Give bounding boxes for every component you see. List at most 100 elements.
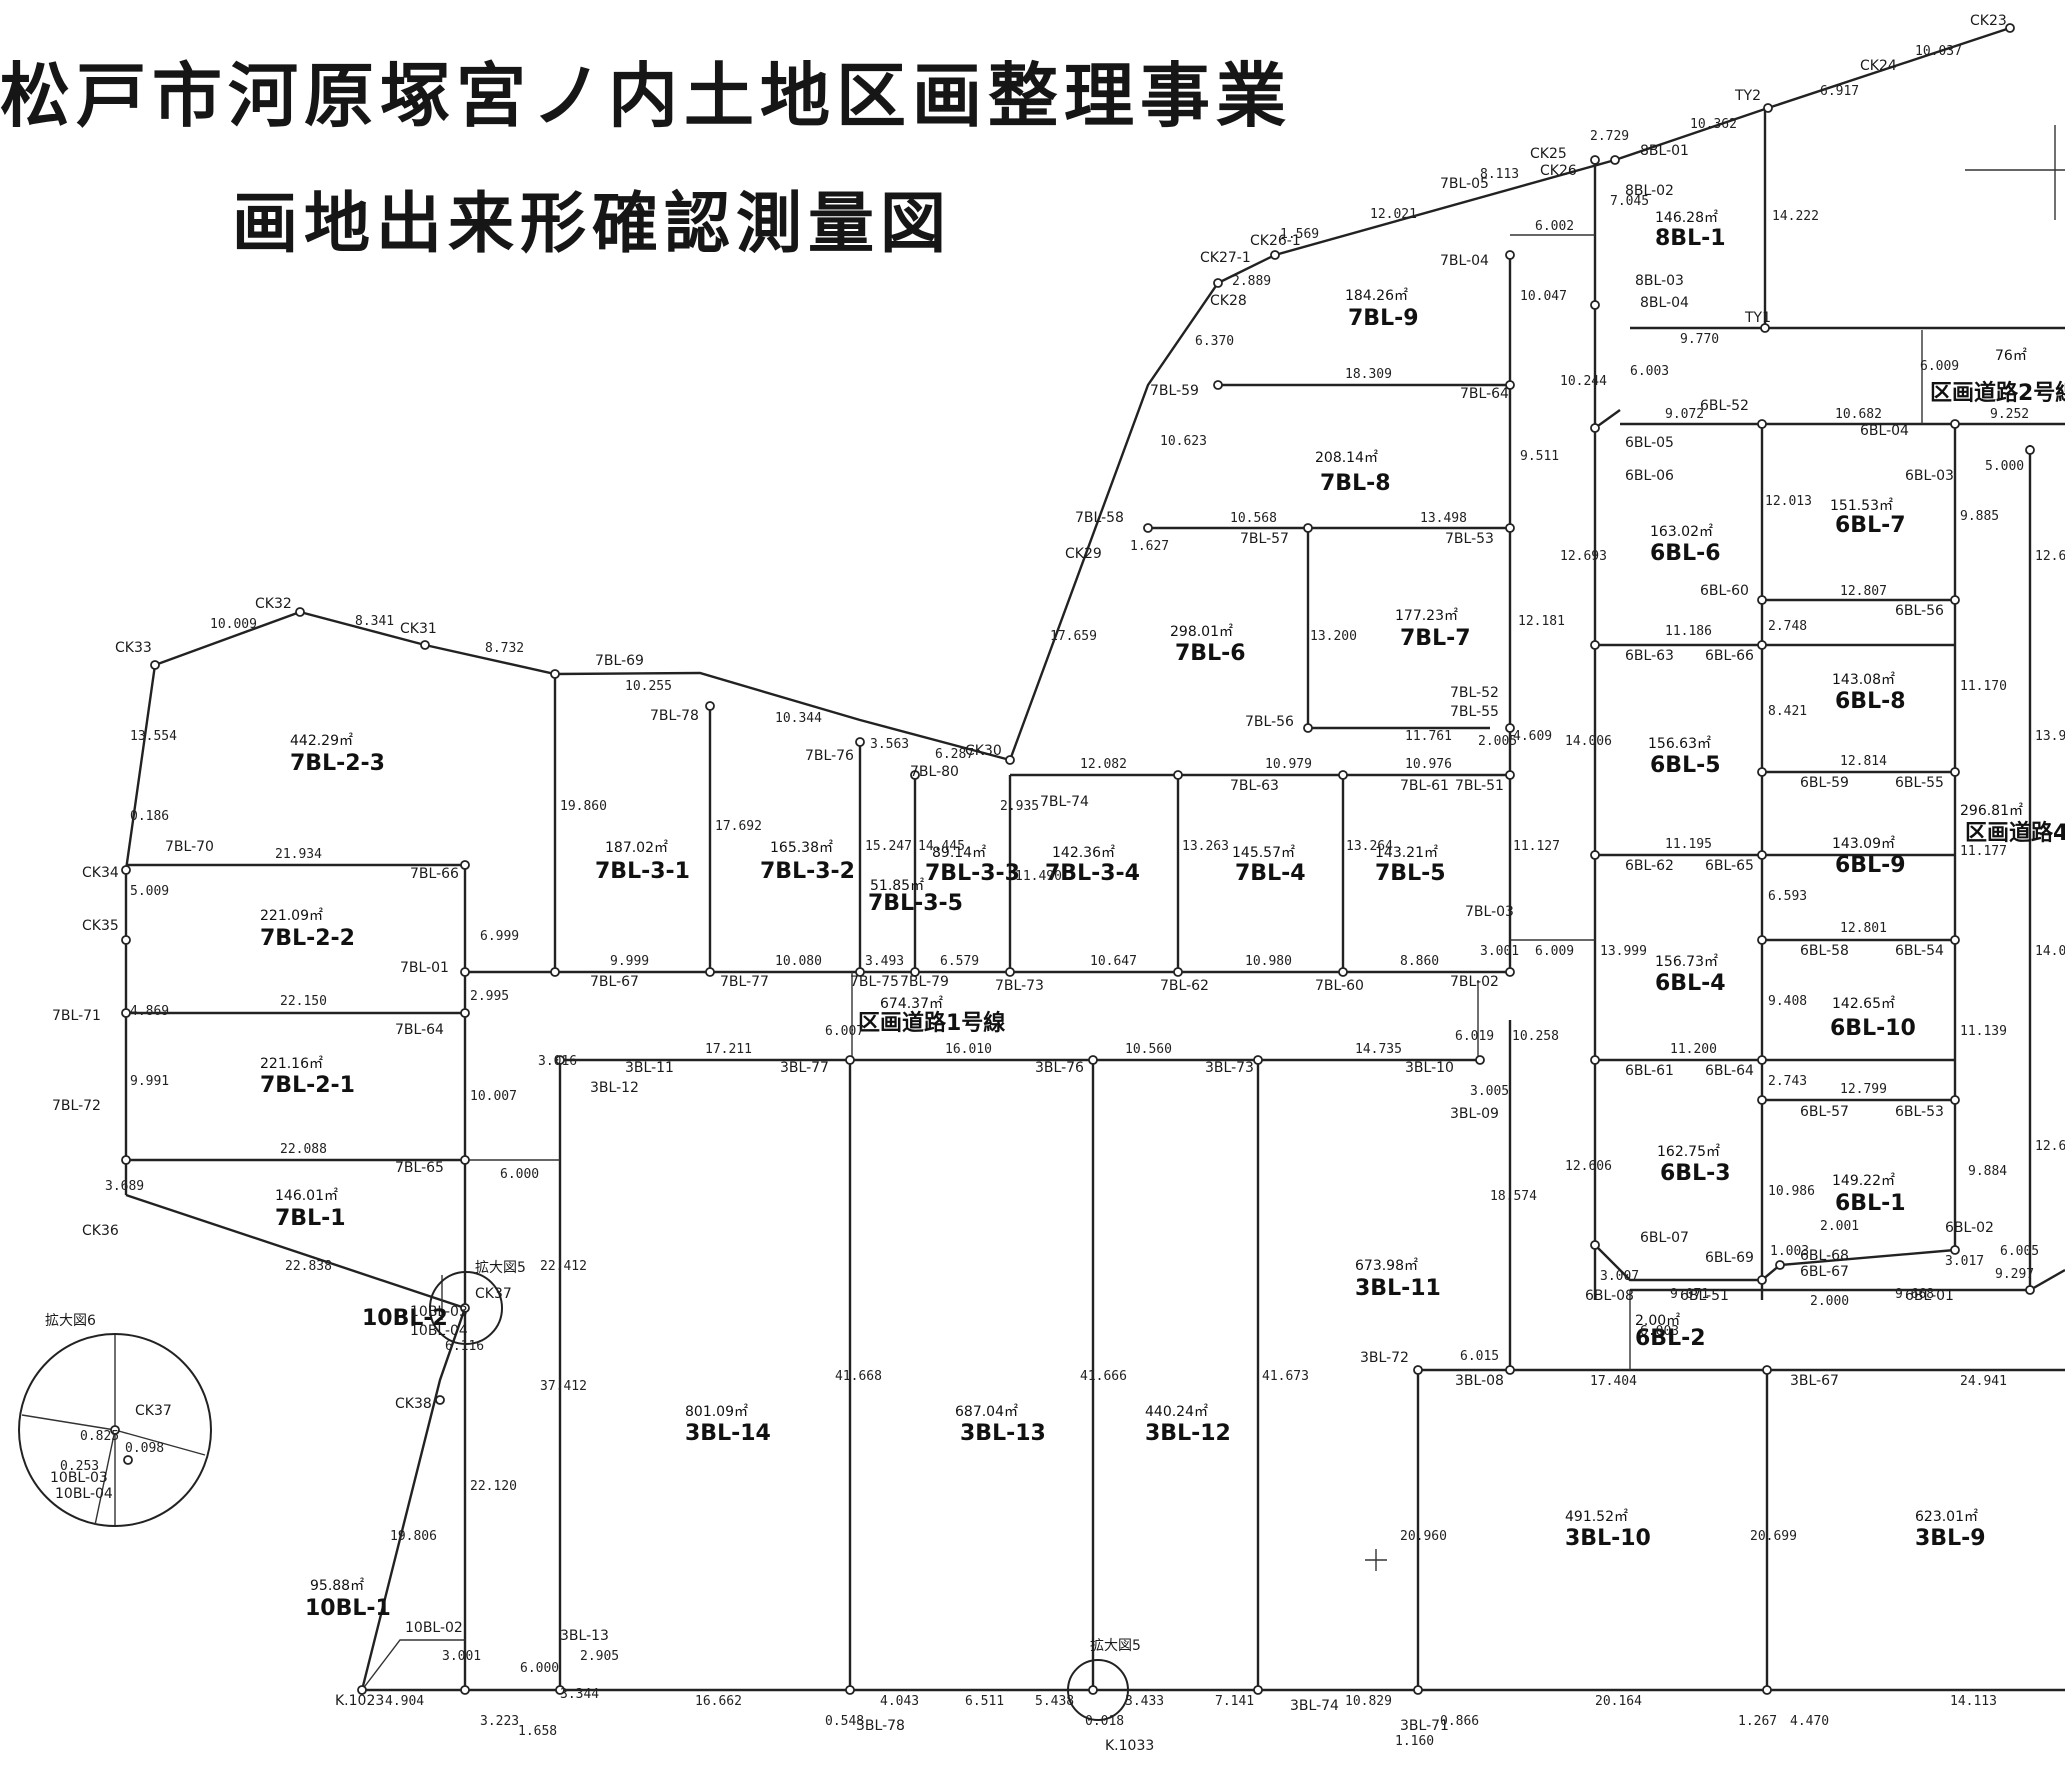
inset-label: 10BL-04 <box>55 1486 113 1502</box>
survey-point <box>150 660 160 670</box>
distance-label: 12.633 <box>2035 1139 2065 1154</box>
survey-point <box>1005 967 1015 977</box>
distance-label: 7.141 <box>1215 1694 1254 1709</box>
distance-label: 14.222 <box>1772 209 1819 224</box>
survey-point <box>1143 523 1153 533</box>
block-name: 6BL-3 <box>1660 1161 1731 1186</box>
inset-label: 10BL-03 <box>50 1470 108 1486</box>
distance-label: 3.001 <box>442 1649 481 1664</box>
inset-marker-circle <box>429 1271 503 1345</box>
distance-label: 9.884 <box>1968 1164 2007 1179</box>
survey-point <box>1303 523 1313 533</box>
block-area: 51.85㎡ <box>870 878 924 894</box>
distance-label: 10.829 <box>1345 1694 1392 1709</box>
distance-label: 9.991 <box>130 1074 169 1089</box>
point-label: 3BL-10 <box>1405 1060 1454 1076</box>
distance-label: 5.009 <box>130 884 169 899</box>
survey-point <box>1757 850 1767 860</box>
survey-point <box>1413 1685 1423 1695</box>
block-area: 142.36㎡ <box>1052 845 1115 861</box>
distance-label: 21.934 <box>275 847 322 862</box>
distance-label: 3.433 <box>1125 1694 1164 1709</box>
block-area: 177.23㎡ <box>1395 608 1458 624</box>
point-label: 6BL-03 <box>1905 468 1954 484</box>
distance-label: 2.889 <box>1232 274 1271 289</box>
point-label: 6BL-02 <box>1945 1220 1994 1236</box>
block-area: 142.65㎡ <box>1832 996 1895 1012</box>
survey-point <box>460 967 470 977</box>
survey-point <box>460 860 470 870</box>
survey-points <box>121 23 2035 1695</box>
distance-label: 6.003 <box>1630 364 1669 379</box>
distance-label: 12.814 <box>1840 754 1887 769</box>
distance-label: 20.699 <box>1750 1529 1797 1544</box>
point-label: 6BL-67 <box>1800 1264 1849 1280</box>
survey-point <box>1762 1365 1772 1375</box>
distance-label: 10.258 <box>1512 1029 1559 1044</box>
distance-label: 12.799 <box>1840 1082 1887 1097</box>
survey-point <box>1338 967 1348 977</box>
block-area: 146.28㎡ <box>1655 210 1718 226</box>
road-area: 76㎡ <box>1995 348 2027 364</box>
survey-point <box>1270 250 1280 260</box>
point-label: 7BL-61 <box>1400 778 1449 794</box>
block-area: 95.88㎡ <box>310 1578 364 1594</box>
distance-label: 10.080 <box>775 954 822 969</box>
distance-label: 12.021 <box>1370 207 1417 222</box>
point-label: 7BL-51 <box>1455 778 1504 794</box>
distance-label: 10.682 <box>1835 407 1882 422</box>
inset-diagram-6 <box>18 1333 212 1527</box>
southwest-boundary-line <box>125 1193 467 1691</box>
distance-label: 1.160 <box>1395 1734 1434 1749</box>
distance-label: 6.287 <box>935 747 974 762</box>
survey-point <box>855 967 865 977</box>
point-label: CK28 <box>1210 293 1247 309</box>
survey-point <box>1338 770 1348 780</box>
distance-label: 8.341 <box>355 614 394 629</box>
point-label: CK31 <box>400 621 437 637</box>
distance-label: 17.659 <box>1050 629 1097 644</box>
survey-point <box>550 669 560 679</box>
point-label: 7BL-64 <box>1460 386 1509 402</box>
road-area: 674.37㎡ <box>880 996 943 1012</box>
distance-label: 4.043 <box>880 1694 919 1709</box>
distance-label: 9.297 <box>1995 1267 2034 1282</box>
survey-point <box>460 1303 470 1313</box>
block-area: 208.14㎡ <box>1315 450 1378 466</box>
block-name: 10BL-1 <box>305 1596 391 1621</box>
inset-title: 拡大図6 <box>45 1313 96 1329</box>
distance-label: 9.770 <box>1680 332 1719 347</box>
survey-point <box>1088 1685 1098 1695</box>
point-label: 3BL-72 <box>1360 1350 1409 1366</box>
block-name: 6BL-4 <box>1655 971 1726 996</box>
distance-label: 1.569 <box>1280 227 1319 242</box>
block-name: 3BL-13 <box>960 1421 1046 1446</box>
point-label: K.1033 <box>1105 1738 1154 1754</box>
distance-label: 22.838 <box>285 1259 332 1274</box>
survey-point <box>1173 770 1183 780</box>
road-name: 区画道路2号線 <box>1930 380 2065 406</box>
block-area: 149.22㎡ <box>1832 1173 1895 1189</box>
block-area: 89.14㎡ <box>932 845 986 861</box>
point-label: 7BL-65 <box>395 1160 444 1176</box>
distance-label: 11.200 <box>1670 1042 1717 1057</box>
survey-point <box>910 967 920 977</box>
distance-label: 12.620 <box>2035 549 2065 564</box>
distance-label: 4.609 <box>1513 729 1552 744</box>
inset-point <box>123 1455 133 1465</box>
block-name: 7BL-3-4 <box>1045 861 1140 886</box>
distance-label: 2.905 <box>580 1649 619 1664</box>
distance-label: 15.247 <box>865 839 912 854</box>
distance-label: 0.098 <box>125 1441 164 1456</box>
point-label: 7BL-69 <box>595 653 644 669</box>
distance-label: 6.999 <box>480 929 519 944</box>
distance-label: 9.511 <box>1520 449 1559 464</box>
distance-label: 3.017 <box>1945 1254 1984 1269</box>
inset-line <box>21 1414 116 1431</box>
distance-label: 1.627 <box>1130 539 1169 554</box>
survey-point <box>1950 935 1960 945</box>
parcel-boundaries <box>124 26 2065 1692</box>
distance-label: 14.006 <box>1565 734 1612 749</box>
block-name: 3BL-12 <box>1145 1421 1231 1446</box>
block-name: 7BL-3-2 <box>760 859 855 884</box>
